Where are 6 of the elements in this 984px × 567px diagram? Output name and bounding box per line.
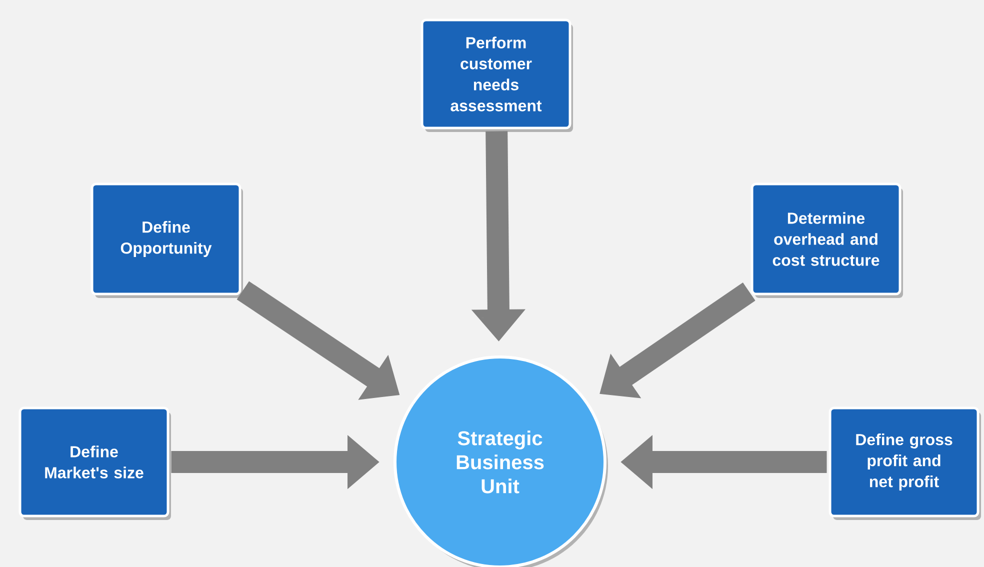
- process-box: Define gross profit and net profit: [828, 406, 982, 520]
- circle-node: Strategic Business Unit: [394, 356, 608, 567]
- process-box: Determine overhead and cost structure: [750, 182, 904, 298]
- process-box: Define Market's size: [18, 406, 171, 520]
- process-box: Perform customer needs assessment: [420, 18, 573, 132]
- process-box: Define Opportunity: [90, 182, 243, 298]
